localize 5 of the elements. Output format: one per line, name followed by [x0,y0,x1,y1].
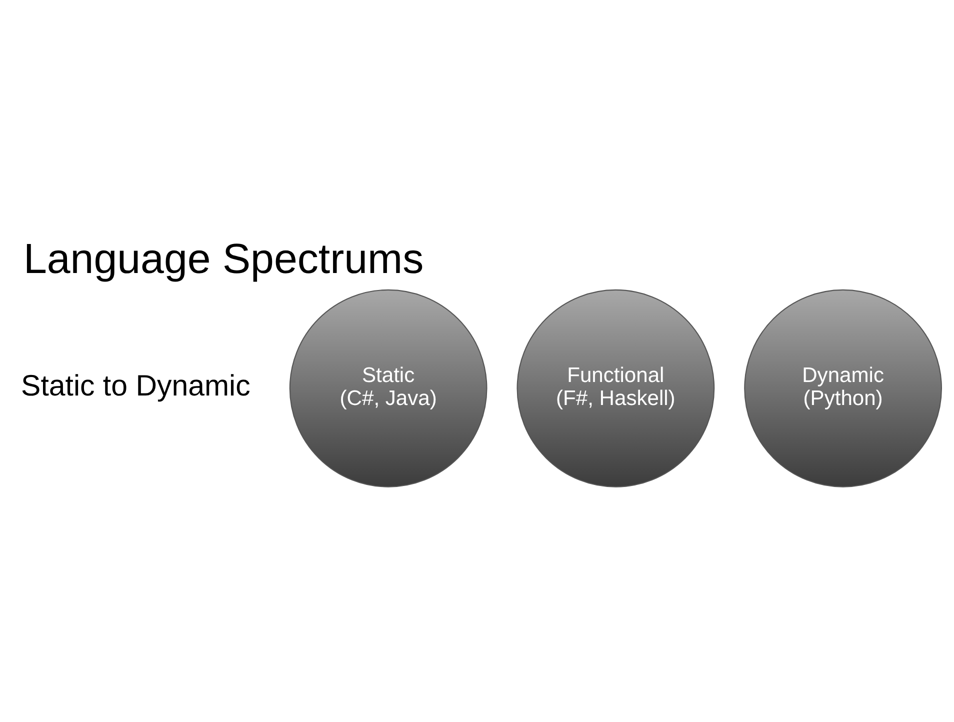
node-circle: Dynamic (Python) [744,289,942,488]
node-circle: Static (C#, Java) [289,289,488,488]
node-circle: Functional (F#, Haskell) [516,289,715,488]
label: Static to Dynamic [21,370,250,403]
diagram-title: Language Spectrums [23,235,424,282]
